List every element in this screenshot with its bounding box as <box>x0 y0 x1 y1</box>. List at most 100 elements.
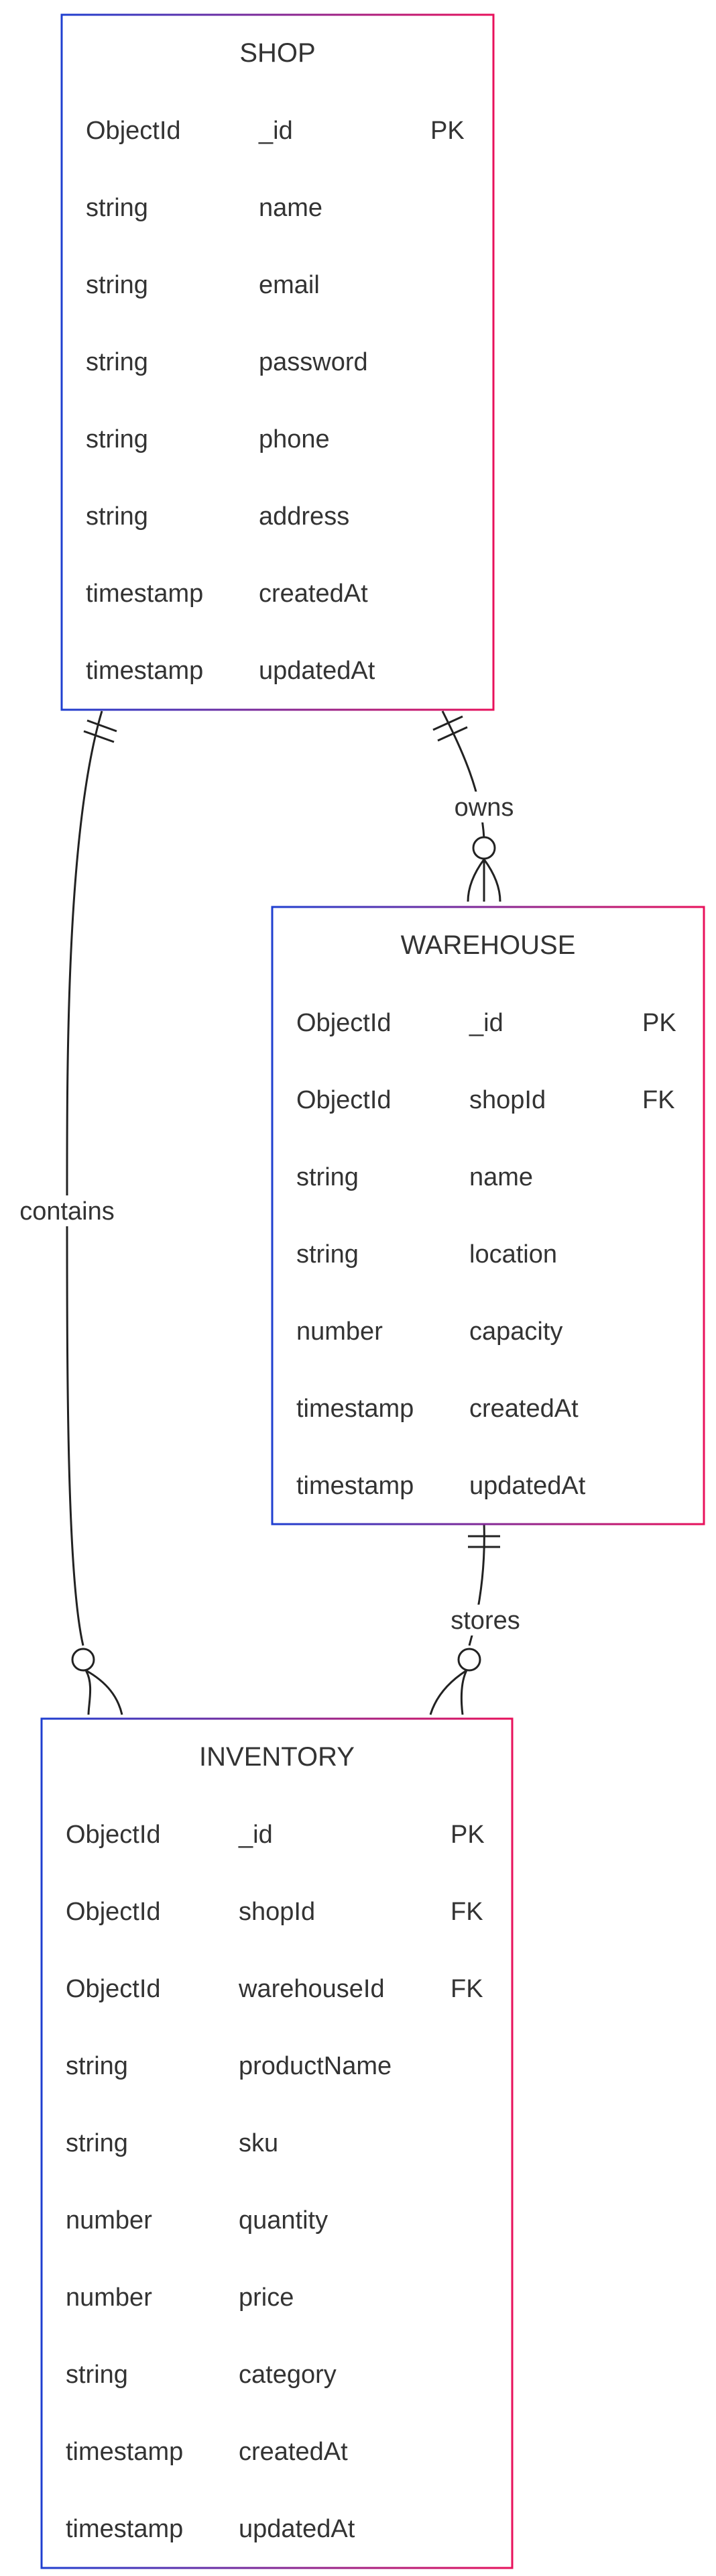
entity-shop[interactable]: SHOP ObjectId _id PK string name string … <box>60 13 495 711</box>
attribute-key: PK <box>430 117 465 145</box>
attribute-name: price <box>239 2284 294 2312</box>
relationship-label-owns: owns <box>455 794 514 822</box>
attribute-type: string <box>66 2129 128 2157</box>
attribute-key: PK <box>451 1821 485 1849</box>
attribute-key: FK <box>451 1975 483 2003</box>
attribute-name: email <box>259 271 320 299</box>
attribute-key: FK <box>451 1898 483 1926</box>
attribute-key: PK <box>642 1009 676 1037</box>
attribute-row: timestamp createdAt <box>86 580 368 608</box>
attribute-name: _id <box>238 1821 273 1849</box>
attribute-row: timestamp createdAt <box>296 1395 579 1423</box>
attribute-row: timestamp updatedAt <box>66 2515 355 2543</box>
attribute-type: string <box>66 2361 128 2389</box>
attribute-name: address <box>259 502 349 531</box>
attribute-name: updatedAt <box>259 657 375 685</box>
zero-or-many-marker-inventory-contains <box>71 1648 123 1715</box>
zero-or-many-marker-inventory-stores <box>429 1648 481 1715</box>
zero-or-many-marker-warehouse-owns <box>467 836 501 902</box>
attribute-type: ObjectId <box>296 1009 392 1037</box>
attribute-row: string name <box>86 194 322 222</box>
attribute-row: string productName <box>66 2052 392 2080</box>
attribute-row: ObjectId _id PK <box>86 117 465 145</box>
exactly-one-marker-shop-owns <box>432 715 468 742</box>
attribute-name: warehouseId <box>238 1975 385 2003</box>
attribute-name: name <box>469 1163 533 1191</box>
attribute-type: ObjectId <box>66 1821 161 1849</box>
relationship-labels: owns contains stores <box>15 792 524 1635</box>
attribute-type: number <box>296 1318 383 1346</box>
attribute-name: location <box>469 1240 557 1269</box>
attribute-name: shopId <box>239 1898 315 1926</box>
entity-title: INVENTORY <box>199 1742 355 1772</box>
attribute-name: shopId <box>469 1086 546 1114</box>
attribute-type: ObjectId <box>296 1086 392 1114</box>
row-dividers <box>42 1794 512 2491</box>
attribute-row: timestamp createdAt <box>66 2438 348 2466</box>
attribute-row: string location <box>296 1240 557 1269</box>
entity-warehouse[interactable]: WAREHOUSE ObjectId _id PK ObjectId shopI… <box>271 906 705 1525</box>
attribute-type: string <box>86 194 148 222</box>
row-dividers <box>272 983 704 1448</box>
attribute-row: string password <box>86 348 368 376</box>
entity-shop-box <box>60 13 495 711</box>
attribute-name: sku <box>239 2129 278 2157</box>
attribute-type: timestamp <box>296 1472 414 1500</box>
attribute-type: timestamp <box>296 1395 414 1423</box>
relationship-label-stores: stores <box>451 1607 520 1635</box>
attribute-name: createdAt <box>469 1395 579 1423</box>
attribute-type: timestamp <box>66 2515 183 2543</box>
attribute-name: createdAt <box>259 580 368 608</box>
attribute-name: _id <box>258 117 293 145</box>
attribute-row: number capacity <box>296 1318 562 1346</box>
attribute-row: ObjectId shopId FK <box>296 1086 675 1114</box>
attribute-row: ObjectId _id PK <box>296 1009 676 1037</box>
cardinality-markers <box>71 715 501 1715</box>
attribute-type: number <box>66 2284 152 2312</box>
relationship-line-shop-inventory <box>66 710 103 1646</box>
attribute-row: ObjectId _id PK <box>66 1821 485 1849</box>
attribute-type: string <box>86 348 148 376</box>
entity-inventory[interactable]: INVENTORY ObjectId _id PK ObjectId shopI… <box>40 1717 514 2569</box>
attribute-name: capacity <box>469 1318 562 1346</box>
exactly-one-marker-shop-contains <box>83 719 117 743</box>
attribute-name: name <box>259 194 322 222</box>
attribute-row: string sku <box>66 2129 278 2157</box>
attribute-type: string <box>296 1163 359 1191</box>
attribute-type: ObjectId <box>66 1975 161 2003</box>
attribute-name: phone <box>259 425 330 453</box>
attribute-row: timestamp updatedAt <box>86 657 375 685</box>
attribute-row: number quantity <box>66 2206 328 2235</box>
attribute-row: string category <box>66 2361 337 2389</box>
attribute-type: string <box>66 2052 128 2080</box>
entity-title: WAREHOUSE <box>401 930 576 960</box>
attribute-type: ObjectId <box>86 117 181 145</box>
attribute-name: quantity <box>239 2206 328 2235</box>
relationship-label-contains: contains <box>19 1197 115 1226</box>
attribute-type: string <box>86 425 148 453</box>
attribute-row: string address <box>86 502 349 531</box>
attribute-type: string <box>86 502 148 531</box>
exactly-one-marker-warehouse-stores <box>468 1535 500 1548</box>
attribute-name: updatedAt <box>469 1472 586 1500</box>
attribute-name: productName <box>239 2052 392 2080</box>
attribute-name: _id <box>469 1009 503 1037</box>
attribute-type: string <box>296 1240 359 1269</box>
attribute-key: FK <box>642 1086 675 1114</box>
attribute-row: ObjectId warehouseId FK <box>66 1975 483 2003</box>
attribute-row: ObjectId shopId FK <box>66 1898 483 1926</box>
attribute-row: string phone <box>86 425 330 453</box>
attribute-row: number price <box>66 2284 294 2312</box>
attribute-type: timestamp <box>66 2438 183 2466</box>
row-dividers <box>62 91 493 633</box>
entity-inventory-box <box>40 1717 514 2569</box>
attribute-name: category <box>239 2361 337 2389</box>
attribute-name: password <box>259 348 368 376</box>
attribute-row: timestamp updatedAt <box>296 1472 586 1500</box>
attribute-row: string email <box>86 271 320 299</box>
attribute-name: createdAt <box>239 2438 348 2466</box>
attribute-type: ObjectId <box>66 1898 161 1926</box>
attribute-name: updatedAt <box>239 2515 355 2543</box>
attribute-type: number <box>66 2206 152 2235</box>
